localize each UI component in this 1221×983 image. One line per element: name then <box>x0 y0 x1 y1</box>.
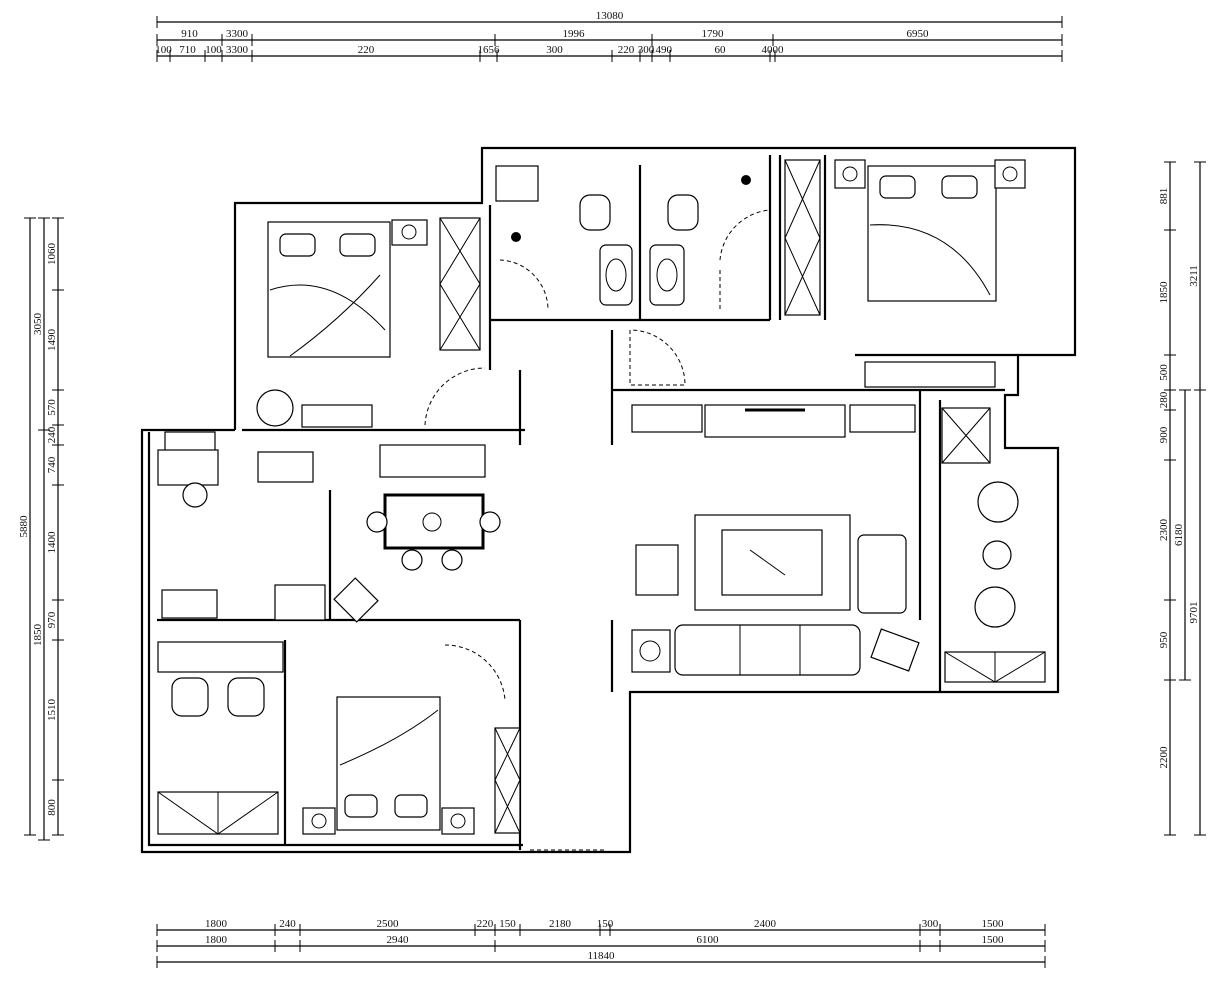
counter <box>379 444 486 478</box>
left-inner-label: 1400 <box>46 531 58 554</box>
top-row2-label: 6950 <box>907 28 930 40</box>
dining-table <box>383 493 485 550</box>
bedroom-1-furniture <box>256 217 481 428</box>
left-inner-label: 570 <box>46 399 58 416</box>
bottom-row1-label: 150 <box>499 918 516 930</box>
left-inner-label: 1490 <box>46 329 58 352</box>
left-outer-label: 5880 <box>18 515 30 538</box>
wardrobe <box>439 217 481 351</box>
dimension-lines: 13080 910 3300 1996 1790 6950 100 710 100 3300 220… <box>18 10 1206 968</box>
left-inner-label: 970 <box>46 611 58 628</box>
desk <box>301 404 373 428</box>
top-row3-label: 100 <box>205 44 222 56</box>
sink-1 <box>599 244 633 306</box>
bathrooms <box>495 165 751 306</box>
toilet-2 <box>667 194 699 231</box>
chair <box>256 389 294 427</box>
balcony <box>941 407 1046 683</box>
chair <box>977 481 1019 523</box>
bottom-row1-label: 300 <box>922 918 939 930</box>
kitchen-sink <box>157 449 219 486</box>
top-row3-label: 60 <box>715 44 727 56</box>
top-row2-label: 910 <box>181 28 198 40</box>
right-outer-label: 3211 <box>1188 265 1200 287</box>
armchair <box>857 534 907 614</box>
toilet-1 <box>579 194 611 231</box>
chair <box>974 586 1016 628</box>
washer <box>495 165 539 202</box>
side-table <box>870 628 920 672</box>
right-inner-label: 900 <box>1158 426 1170 443</box>
living-room <box>631 404 920 676</box>
chair <box>171 677 209 717</box>
bottom-row1-label: 150 <box>597 918 614 930</box>
left-inner-label: 1510 <box>46 699 58 722</box>
top-row3-label: 3300 <box>226 44 249 56</box>
left-mid-label: 3050 <box>32 313 44 336</box>
exterior-walls <box>140 146 1077 854</box>
round-table <box>982 540 1012 570</box>
bottom-total-label: 11840 <box>587 950 615 962</box>
top-row2-label: 1790 <box>702 28 725 40</box>
wardrobe <box>784 159 821 316</box>
top-row3-label: 4000 <box>762 44 785 56</box>
interior-walls <box>157 155 1018 850</box>
chair <box>227 677 265 717</box>
top-row3-label: 220 <box>618 44 635 56</box>
armchair <box>635 544 679 596</box>
sink-2 <box>649 244 685 306</box>
doors <box>329 209 771 851</box>
right-inner-label: 2300 <box>1158 519 1170 542</box>
plant <box>631 629 671 673</box>
top-row3-label: 710 <box>179 44 196 56</box>
bottom-row2-label: 2940 <box>387 934 410 946</box>
right-inner-label: 500 <box>1158 364 1170 381</box>
right-inner-label: 881 <box>1158 188 1170 205</box>
top-row2-label: 3300 <box>226 28 249 40</box>
top-row2-label: 1996 <box>563 28 586 40</box>
top-row3-label: 220 <box>358 44 375 56</box>
bottom-row2-label: 1800 <box>205 934 228 946</box>
right-inner-label: 1850 <box>1158 281 1170 304</box>
shower-head <box>511 232 521 242</box>
right-mid-label: 6180 <box>1173 524 1185 547</box>
right-inner-label: 280 <box>1158 391 1170 408</box>
bottom-row1-label: 1500 <box>982 918 1005 930</box>
bedroom-2-furniture <box>784 159 1026 388</box>
left-inner-label: 1060 <box>46 243 58 266</box>
cabinet <box>161 589 218 619</box>
bottom-row1-label: 2500 <box>377 918 400 930</box>
left-inner-label: 800 <box>46 799 58 816</box>
top-row3-label: 300 <box>638 44 655 56</box>
top-row3-label: 100 <box>155 44 172 56</box>
sofa <box>674 624 861 676</box>
right-outer-label: 9701 <box>1188 602 1200 624</box>
bottom-row1-label: 1800 <box>205 918 228 930</box>
bedroom-3-furniture <box>157 641 521 835</box>
top-total-label: 13080 <box>596 10 624 22</box>
shower-head <box>741 175 751 185</box>
cabinet <box>631 404 703 433</box>
bottom-row2-label: 1500 <box>982 934 1005 946</box>
top-row3-label: 1490 <box>650 44 673 56</box>
stove <box>257 451 314 483</box>
bottom-row1-label: 240 <box>279 918 296 930</box>
right-inner-label: 2200 <box>1158 746 1170 769</box>
top-row3-label: 300 <box>546 44 563 56</box>
top-row3-label: 1656 <box>478 44 501 56</box>
left-inner-label: 240 <box>46 426 58 443</box>
left-mid-label: 1850 <box>32 624 44 647</box>
coffee-table <box>721 529 823 596</box>
desk <box>864 361 996 388</box>
bottom-row1-label: 2400 <box>754 918 777 930</box>
right-inner-label: 950 <box>1158 631 1170 648</box>
kitchen-dining <box>157 431 501 623</box>
bottom-row1-label: 220 <box>477 918 494 930</box>
bottom-row1-label: 2180 <box>549 918 572 930</box>
cabinet <box>849 404 916 433</box>
left-inner-label: 740 <box>46 456 58 473</box>
bottom-row2-label: 6100 <box>697 934 720 946</box>
nightstand <box>391 219 428 246</box>
